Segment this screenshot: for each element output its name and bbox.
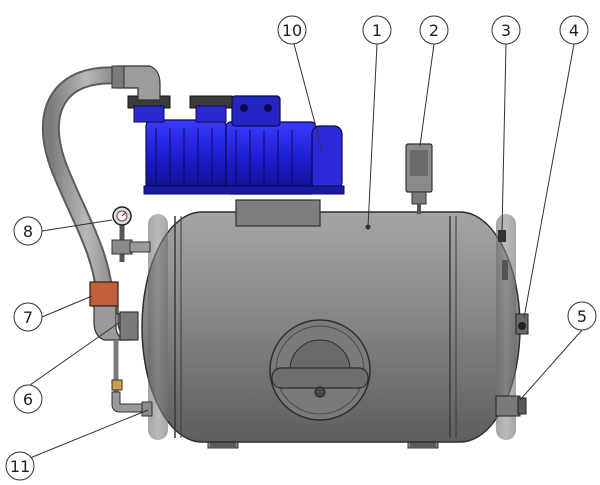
callout-4-label: 4 [569,21,579,40]
callout-2-label: 2 [429,21,439,40]
pump-mount [235,199,321,227]
callout-11-bubble [5,451,35,481]
callout-7-bubble [13,302,43,332]
leader-10 [293,43,323,151]
callout-2-bubble [419,15,449,45]
callout-7-label: 7 [23,308,33,327]
callout-3-label: 3 [501,21,511,40]
callout-leaders [29,43,583,459]
bypass-pipe [111,340,153,417]
callout-8-label: 8 [23,222,33,241]
pump-motor [127,95,345,195]
callout-11-label: 11 [10,457,30,476]
callout-6-bubble [13,384,43,414]
callout-10-bubble [277,15,307,45]
callout-10-label: 10 [282,21,302,40]
leader-5 [519,329,583,401]
leader-1 [367,43,378,228]
inlet-fitting [89,281,139,341]
callout-4-bubble [559,15,589,45]
right-fittings [495,230,529,417]
callout-3-bubble [491,15,521,45]
leader-6 [29,321,121,386]
callout-labels: 10 1 2 3 4 5 8 7 6 11 [10,21,587,476]
inspection-flange [269,319,371,421]
leader-4 [523,43,575,319]
callout-1-bubble [362,15,392,45]
pressure-switch [405,143,433,214]
callout-1-label: 1 [372,21,382,40]
leader-3 [501,43,507,233]
callout-5-bubble [567,301,597,331]
leader-11 [29,409,149,459]
callout-bubbles [5,15,597,481]
leader-2 [419,43,435,147]
leader-7 [41,295,93,318]
pressure-gauge [111,206,151,262]
callout-6-label: 6 [23,390,33,409]
suction-hose [41,65,161,299]
leader-8 [41,219,113,232]
callout-5-label: 5 [577,307,587,326]
callout-8-bubble [13,216,43,246]
